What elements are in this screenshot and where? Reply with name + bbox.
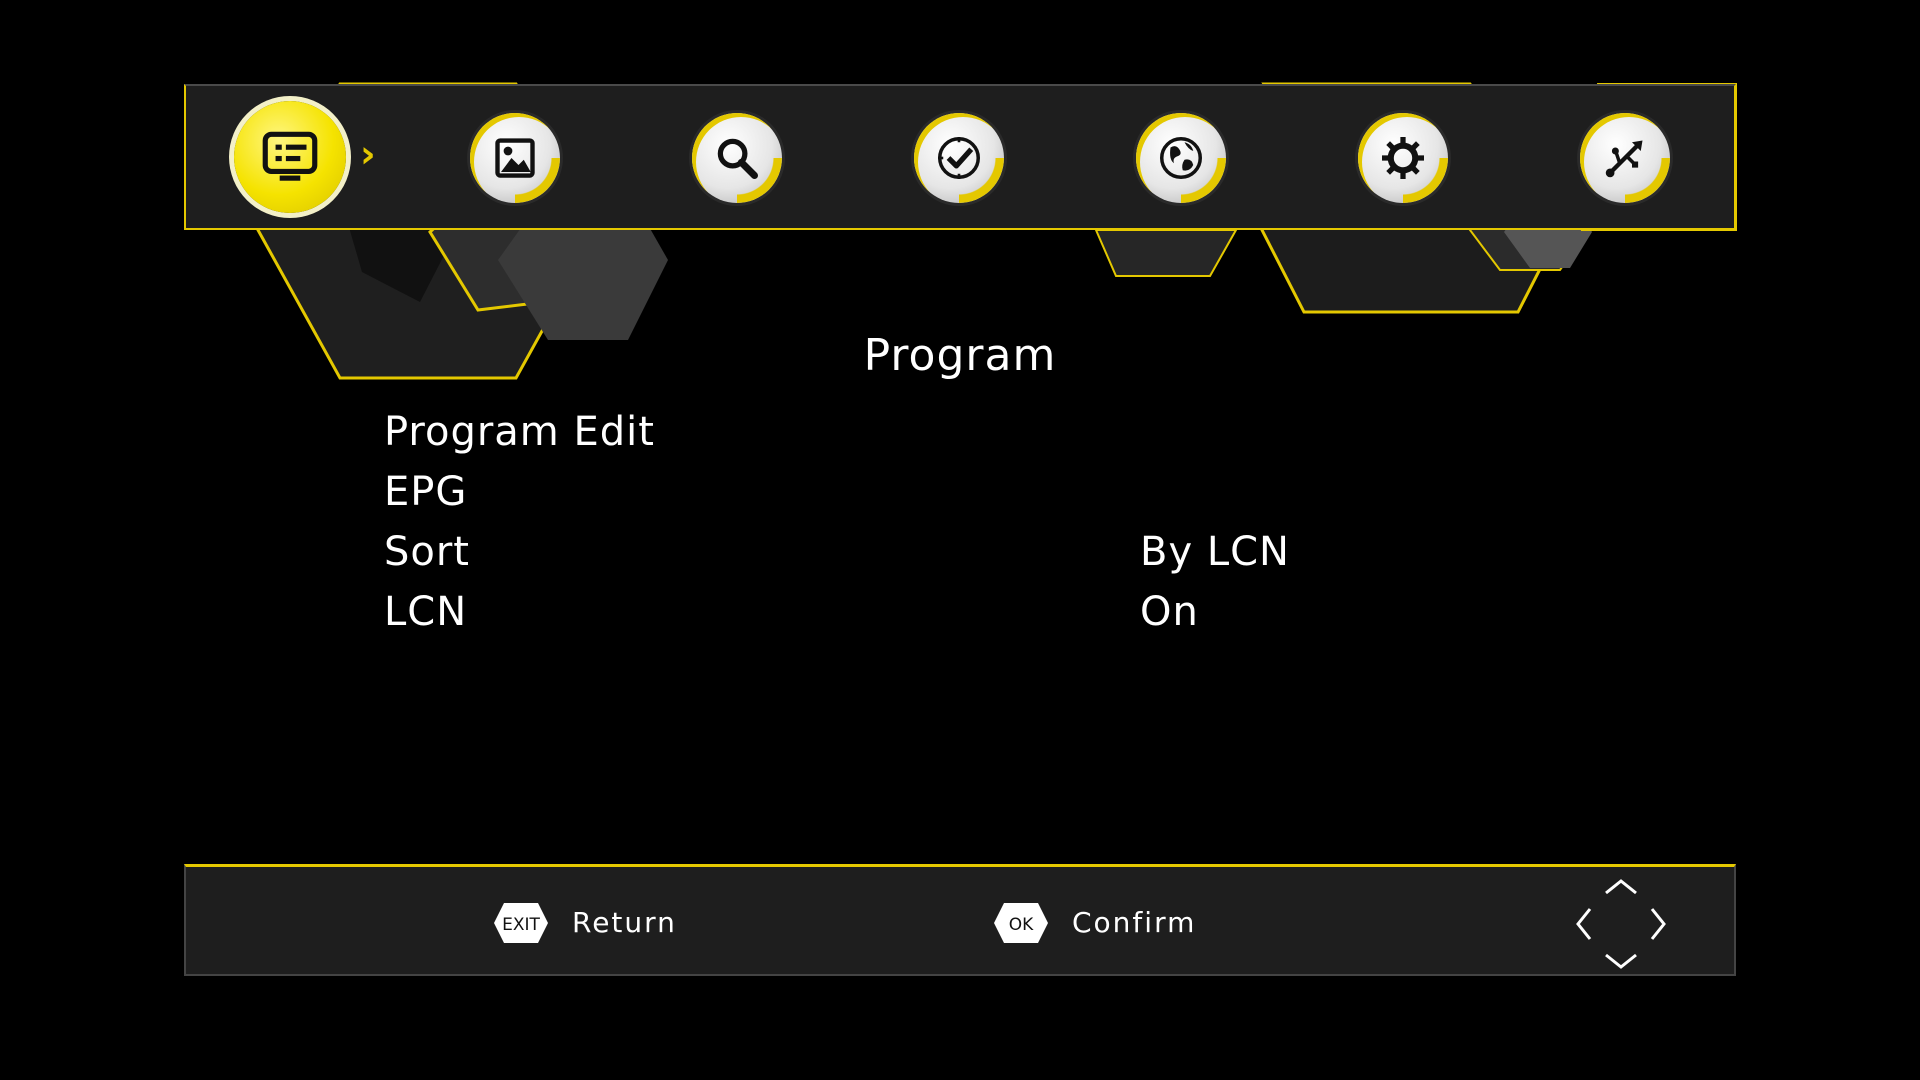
menu-item-label: LCN (384, 589, 468, 635)
picture-icon[interactable] (470, 113, 560, 203)
menu-item-program-edit[interactable]: Program Edit (384, 404, 1524, 460)
clock-icon[interactable] (914, 113, 1004, 203)
menu-item-label: Program Edit (384, 409, 655, 455)
usb-icon[interactable] (1580, 113, 1670, 203)
ok-key-icon[interactable]: OK (992, 901, 1050, 945)
chevron-right-icon: › (360, 132, 376, 176)
navigation-arrows-icon (1576, 879, 1666, 969)
top-menu-bar (184, 84, 1736, 230)
menu-item-epg[interactable]: EPG (384, 464, 1524, 520)
help-bar: EXIT Return OK Confirm (184, 864, 1736, 976)
lcn-value[interactable]: On (1140, 589, 1199, 635)
menu-item-label: EPG (384, 469, 468, 515)
menu-item-lcn[interactable]: LCN On (384, 584, 1524, 640)
menu-item-sort[interactable]: Sort By LCN (384, 524, 1524, 580)
tv-list-icon[interactable] (234, 101, 346, 213)
ok-key-text: OK (1009, 915, 1034, 935)
sort-value[interactable]: By LCN (1140, 529, 1290, 575)
gear-icon[interactable] (1358, 113, 1448, 203)
confirm-label: Confirm (1072, 906, 1197, 939)
search-icon[interactable] (692, 113, 782, 203)
exit-key-icon[interactable]: EXIT (492, 901, 550, 945)
globe-icon[interactable] (1136, 113, 1226, 203)
exit-key-text: EXIT (502, 915, 540, 935)
return-label: Return (572, 906, 677, 939)
menu-item-label: Sort (384, 529, 470, 575)
page-title: Program (863, 330, 1057, 381)
